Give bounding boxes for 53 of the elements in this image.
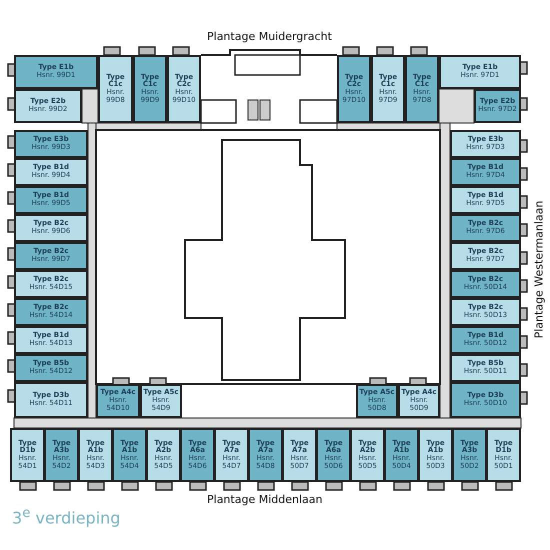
apartment-unit [98,55,133,123]
apartment-unit [474,89,521,123]
apartment-unit [356,384,398,418]
apartment-unit [452,428,487,482]
apartment-unit [78,428,113,482]
apartment-unit [439,55,521,89]
apartment-unit [371,55,405,123]
apartment-unit [450,186,521,214]
apartment-unit [112,428,147,482]
apartment-unit [146,428,181,482]
floor-label: 3$^{e}$ verdieping [12,506,120,528]
apartment-unit [133,55,167,123]
apartment-unit [450,382,521,418]
street-name: Plantage Westermanlaan [532,200,546,338]
apartment-unit [450,354,521,382]
apartment-unit [14,354,88,382]
apartment-unit [450,242,521,270]
apartment-unit [418,428,453,482]
apartment-unit [14,186,88,214]
apartment-unit [14,326,88,354]
apartment-unit [450,130,521,158]
apartment-unit [450,270,521,298]
apartment-unit [14,158,88,186]
apartment-unit [14,270,88,298]
apartment-unit [14,214,88,242]
apartment-unit [44,428,79,482]
apartment-unit [14,55,98,89]
apartment-unit [248,428,283,482]
apartment-unit [214,428,249,482]
apartment-unit [450,214,521,242]
apartment-unit [14,89,82,123]
apartment-unit [10,428,45,482]
apartment-unit [405,55,439,123]
apartment-unit [282,428,317,482]
street-name: Plantage Middenlaan [207,493,322,506]
apartment-unit [14,298,88,326]
apartment-unit [337,55,371,123]
apartment-unit [14,382,88,418]
street-name: Plantage Muidergracht [207,30,332,43]
apartment-unit [450,158,521,186]
apartment-unit [316,428,351,482]
apartment-unit [350,428,385,482]
apartment-unit [486,428,521,482]
apartment-unit [96,384,140,418]
apartment-unit [14,242,88,270]
apartment-unit [398,384,440,418]
apartment-unit [140,384,182,418]
apartment-unit [180,428,215,482]
apartment-unit [167,55,201,123]
apartment-unit [450,298,521,326]
apartment-unit [450,326,521,354]
apartment-unit [384,428,419,482]
apartment-unit [14,130,88,158]
